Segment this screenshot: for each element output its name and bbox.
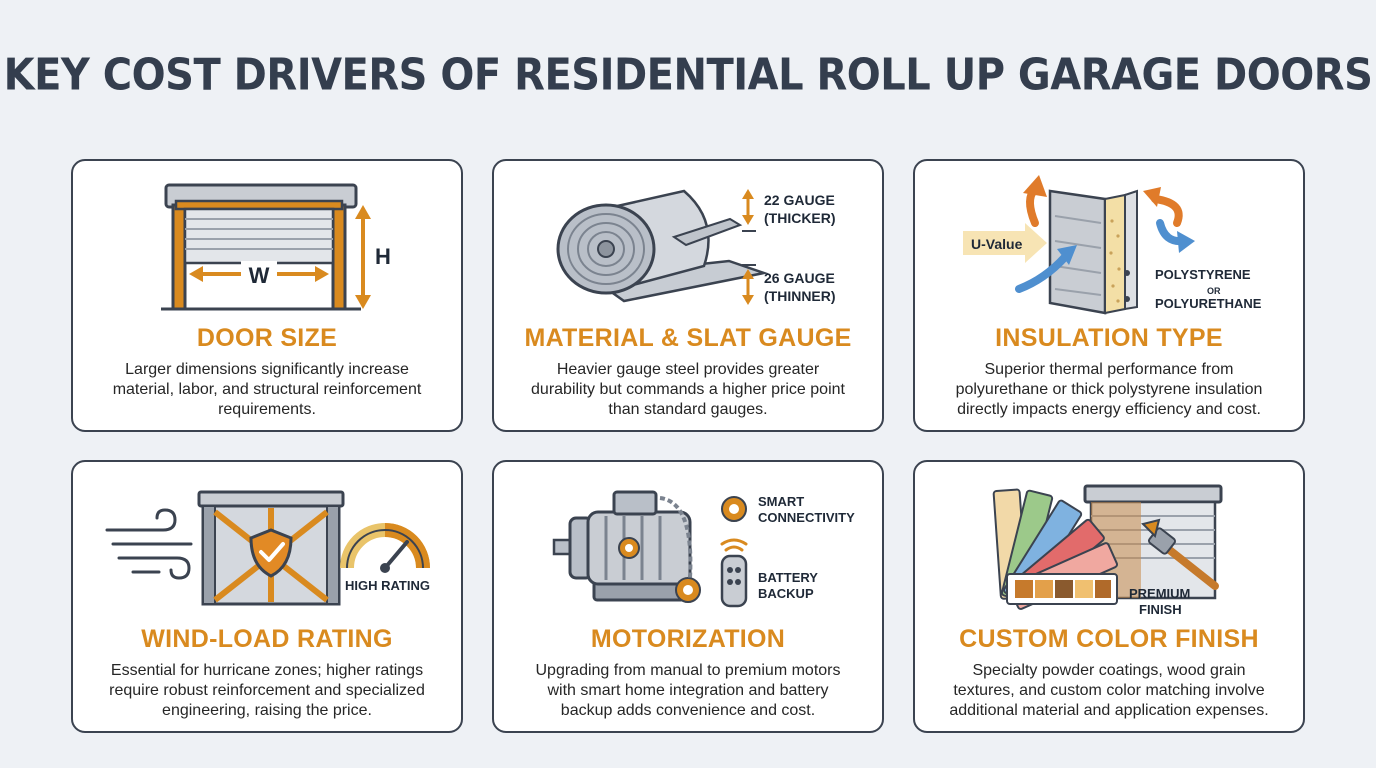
card-description: Essential for hurricane zones; higher ra… — [109, 662, 425, 719]
card-color-finish: PREMIUM FINISH CUSTOM COLOR FINISH Speci… — [913, 460, 1305, 733]
card-wind-load: HIGH RATING WIND-LOAD RATING Essential f… — [71, 460, 463, 733]
card-description: Superior thermal performance from polyur… — [955, 361, 1263, 418]
garage-door-size-icon: W H — [161, 183, 391, 311]
gauge-thin-label: 26 GAUGE — [764, 270, 835, 286]
card-description: Heavier gauge steel provides greater dur… — [531, 361, 845, 418]
card-heading: DOOR SIZE — [196, 324, 338, 352]
page-title: KEY COST DRIVERS OF RESIDENTIAL ROLL UP … — [3, 49, 1373, 101]
card-description: Upgrading from manual to premium motors … — [535, 662, 841, 719]
card-heading: WIND-LOAD RATING — [141, 625, 393, 653]
polystyrene-label: POLYSTYRENE — [1155, 267, 1251, 282]
card-material-gauge: 22 GAUGE (THICKER) 26 GAUGE (THINNER) MA… — [492, 159, 884, 432]
u-value-label: U-Value — [971, 236, 1023, 252]
steel-coil-icon: 22 GAUGE (THICKER) 26 GAUGE (THINNER) — [556, 189, 836, 305]
card-heading: CUSTOM COLOR FINISH — [959, 625, 1259, 653]
gauge-thick-sublabel: (THICKER) — [764, 210, 836, 226]
card-motorization: SMART CONNECTIVITY BATTERY BACKUP MOTORI… — [492, 460, 884, 733]
card-door-size: W H DOOR SIZE Larger dimensions signific… — [71, 159, 463, 432]
backup-label: BACKUP — [758, 586, 814, 601]
gauge-thin-sublabel: (THINNER) — [764, 288, 836, 304]
connectivity-label: CONNECTIVITY — [758, 510, 855, 525]
or-label: OR — [1207, 286, 1221, 296]
gauge-thick-label: 22 GAUGE — [764, 192, 835, 208]
card-description: Specialty powder coatings, wood grain te… — [949, 662, 1269, 719]
insulation-panel-icon: U-Value POLYSTYRENE OR POLYURETHANE — [963, 175, 1262, 315]
card-insulation: U-Value POLYSTYRENE OR POLYURETHANE INSU… — [913, 159, 1305, 432]
card-heading: MATERIAL & SLAT GAUGE — [524, 324, 852, 352]
high-rating-label: HIGH RATING — [345, 578, 430, 593]
height-label: H — [375, 244, 391, 269]
card-heading: INSULATION TYPE — [995, 324, 1223, 352]
color-swatch-icon: PREMIUM FINISH — [992, 484, 1223, 617]
premium-label: PREMIUM — [1129, 586, 1190, 601]
polyurethane-label: POLYURETHANE — [1155, 296, 1262, 311]
motor-icon: SMART CONNECTIVITY BATTERY BACKUP — [552, 490, 855, 608]
battery-label: BATTERY — [758, 570, 818, 585]
smart-label: SMART — [758, 494, 804, 509]
width-label: W — [249, 263, 270, 288]
wind-load-icon: HIGH RATING — [105, 490, 430, 606]
finish-label: FINISH — [1139, 602, 1182, 617]
card-heading: MOTORIZATION — [590, 625, 786, 653]
card-description: Larger dimensions significantly increase… — [112, 361, 422, 418]
